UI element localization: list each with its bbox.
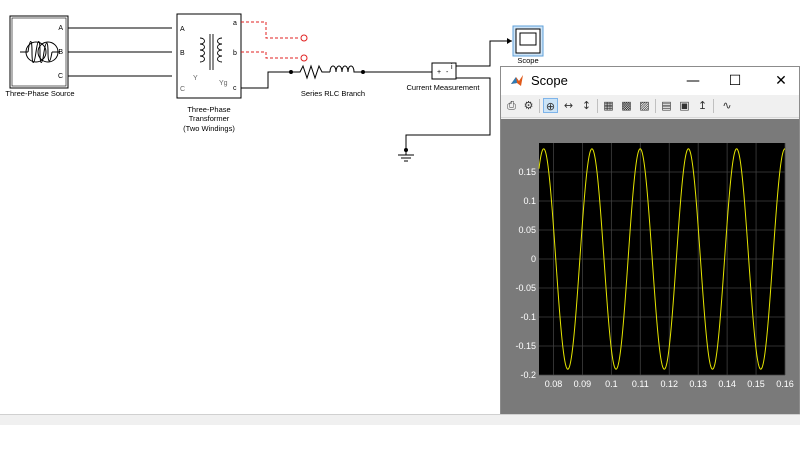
unconnected-terminal-a[interactable] [300,34,308,42]
unconnected-terminal-b[interactable] [300,54,308,62]
matlab-logo-icon [511,75,523,86]
transformer-port-a-label: a [233,20,237,27]
source-port-b-label: B [58,49,63,56]
unconnected-line-b[interactable] [241,51,300,59]
floating-scope-icon[interactable]: ▤ [661,99,672,112]
wire-transformer-rlc[interactable] [241,71,290,89]
time-offset-value: 0 [549,452,554,461]
y-tick-label: -0.15 [515,341,536,351]
y-tick-label: 0 [531,254,536,264]
y-tick-label: 0.15 [518,167,536,177]
ac-source-icon [20,41,60,63]
three-phase-source-block[interactable] [9,15,69,89]
parameters-icon[interactable]: ⚙ [523,99,534,112]
x-tick-label: 0.15 [747,379,765,389]
minimize-icon[interactable]: — [686,73,700,89]
scope-plot[interactable]: 0.08 0.09 0.1 0.11 0.12 0.13 0.14 0.15 0.16 -0.2 -… [501,119,799,415]
status-bar [0,414,800,425]
series-rlc-branch-block[interactable] [289,64,365,80]
close-icon[interactable]: ✕ [775,73,787,89]
scope-block[interactable] [512,25,544,57]
transformer-label-line-1: Three-Phase [187,105,230,114]
y-tick-label: -0.2 [520,370,536,380]
legend-icon[interactable]: ∿ [722,99,732,112]
x-tick-label: 0.16 [776,379,794,389]
current-meas-plus-label: + [437,69,441,76]
transformer-port-B-label: B [180,50,185,57]
transformer-port-c-label: c [233,85,237,92]
scope-window[interactable]: Scope — ☐ ✕ ⎙ ⚙ ⊕ ↔ ↕ ▦ ▩ ▨ ▤ ▣ ↥ ∿ 0.08… [500,66,800,461]
y-tick-label: 0.05 [518,225,536,235]
signal-selection-icon[interactable]: ↥ [697,99,708,112]
transformer-winding-y-label: Y [193,75,198,82]
x-tick-label: 0.13 [689,379,707,389]
save-axes-icon[interactable]: ▩ [621,99,632,112]
scope-window-title: Scope [531,73,568,88]
transformer-port-b-label: b [233,50,237,57]
current-measurement-block[interactable] [431,62,457,80]
y-tick-label: -0.1 [520,312,536,322]
x-tick-label: 0.11 [632,379,649,389]
wire-source-transformer[interactable] [68,27,172,77]
unconnected-line-a[interactable] [241,21,300,39]
scope-titlebar[interactable]: Scope — ☐ ✕ [501,67,799,95]
scope-block-label: Scope [517,56,538,65]
x-tick-label: 0.1 [605,379,618,389]
y-tick-label: 0.1 [523,196,536,206]
signal-arrow-icon [507,38,512,44]
source-block-label: Three-Phase Source [5,89,74,98]
scope-plot-area[interactable]: 0.08 0.09 0.1 0.11 0.12 0.13 0.14 0.15 0.16 -0.2 -… [501,119,799,461]
y-tick-label: -0.05 [515,283,536,293]
transformer-label-line-3: (Two Windings) [183,124,235,133]
lock-axes-icon[interactable]: ▣ [679,99,690,112]
time-offset-label: Time offset: [504,452,546,461]
zoom-y-icon[interactable]: ↕ [581,99,592,112]
transformer-block[interactable] [176,13,242,99]
transformer-label-line-2: Transformer [189,114,230,123]
rlc-block-label: Series RLC Branch [301,89,365,98]
source-port-c-label: C [58,73,63,80]
x-tick-label: 0.14 [718,379,736,389]
model-canvas[interactable]: A B C Three-Phase Source A B C a b c Y Y… [0,0,800,424]
restore-axes-icon[interactable]: ▨ [639,99,650,112]
transformer-port-C-label: C [180,86,185,93]
signal-trace [538,148,786,370]
current-meas-minus-label: - [446,69,449,76]
transformer-port-A-label: A [180,26,185,33]
wire-measurement-scope[interactable] [456,40,512,67]
x-tick-label: 0.09 [574,379,592,389]
source-port-a-label: A [58,25,63,32]
scope-toolbar: ⎙ ⚙ ⊕ ↔ ↕ ▦ ▩ ▨ ▤ ▣ ↥ ∿ [501,95,799,118]
autoscale-icon[interactable]: ▦ [603,99,614,112]
current-measurement-label: Current Measurement [407,83,481,92]
ground-icon[interactable] [398,148,414,162]
zoom-icon[interactable]: ⊕ [543,98,558,113]
x-tick-label: 0.08 [545,379,563,389]
transformer-winding-yg-label: Yg [219,80,228,87]
wire-measurement-ground[interactable] [405,77,491,150]
plot-tick-labels: 0.08 0.09 0.1 0.11 0.12 0.13 0.14 0.15 0.16 -0.2 -… [515,167,793,389]
x-tick-label: 0.12 [660,379,678,389]
current-meas-i-label: i [451,64,453,71]
maximize-icon[interactable]: ☐ [728,73,742,89]
time-offset-readout: Time offset:0 [504,452,554,461]
zoom-x-icon[interactable]: ↔ [563,99,574,112]
print-icon[interactable]: ⎙ [507,99,516,112]
transformer-coil-icon [199,34,223,70]
